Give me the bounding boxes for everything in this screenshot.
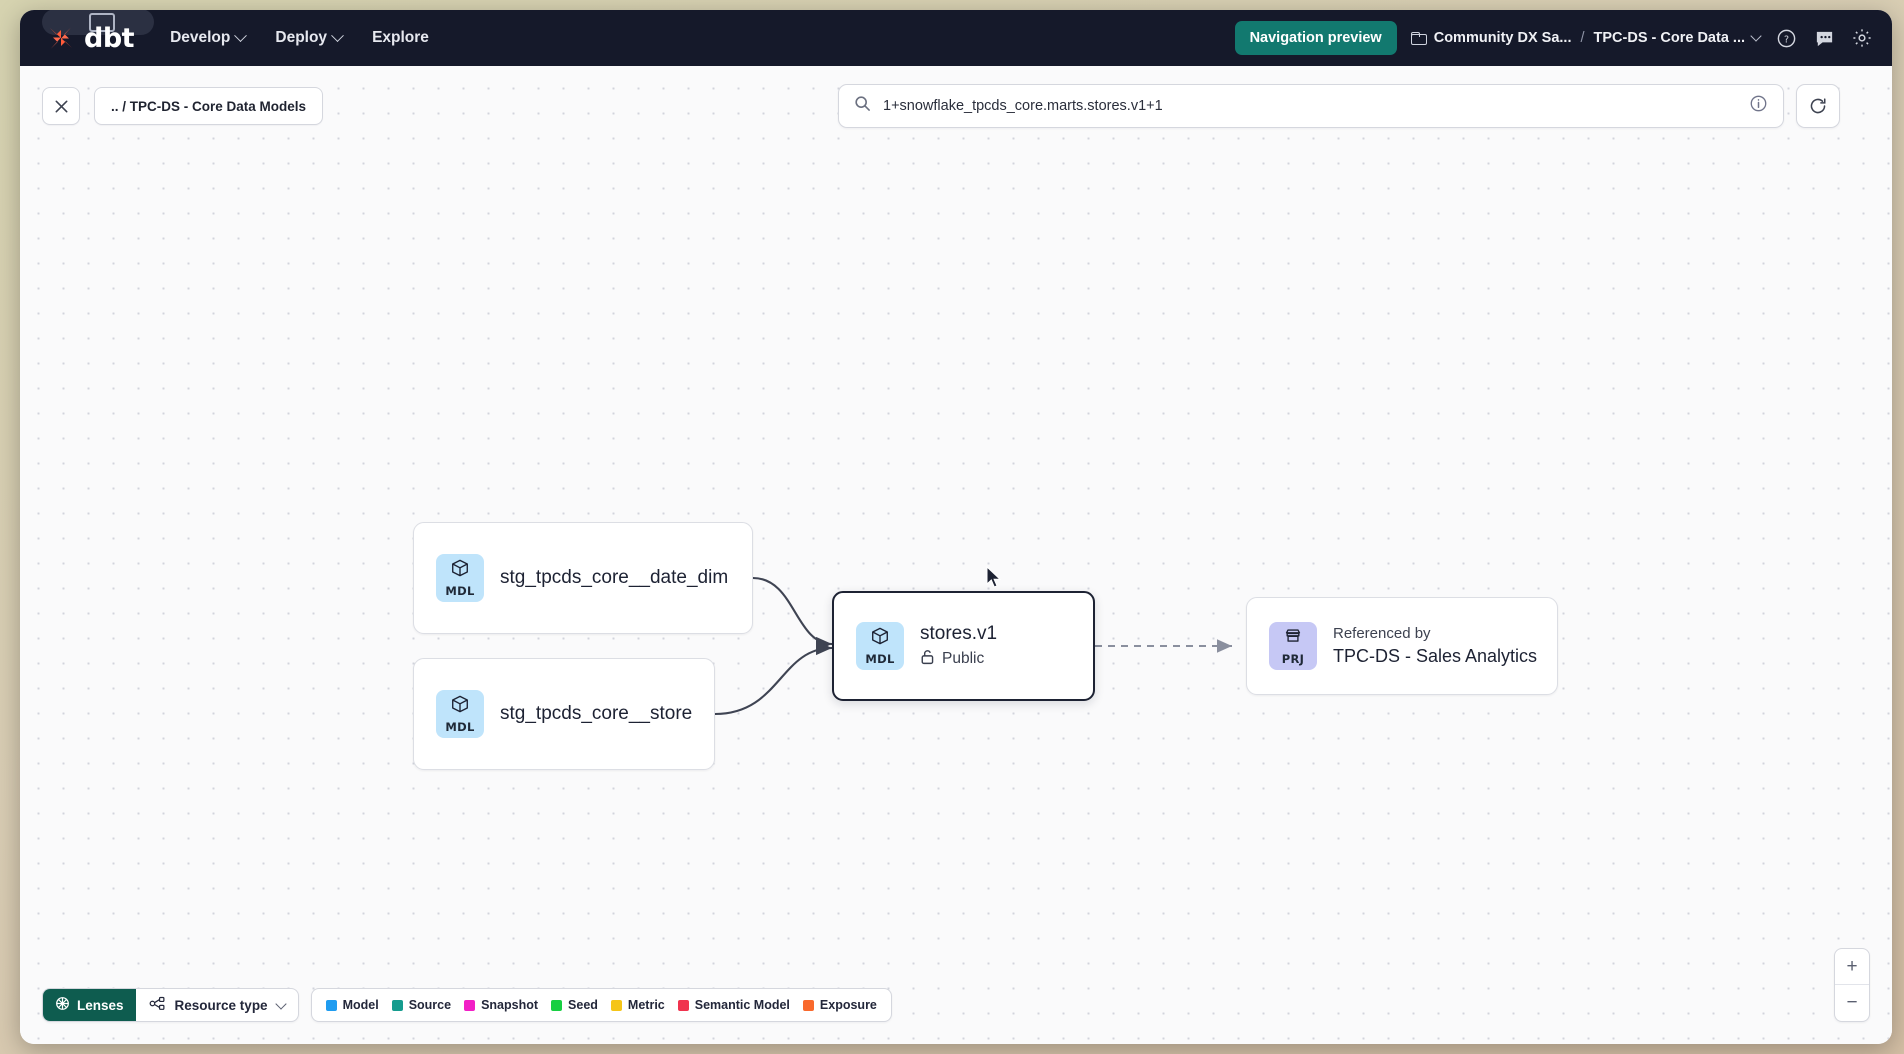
badge-prj-label: PRJ xyxy=(1281,652,1305,666)
chevron-down-icon xyxy=(274,997,287,1010)
dbt-x-icon xyxy=(46,23,76,53)
legend-label: Seed xyxy=(568,998,598,1012)
lens-control-group: Lenses Resource type xyxy=(42,988,299,1022)
legend-item-model: Model xyxy=(325,998,379,1012)
cube-icon xyxy=(870,626,890,651)
node-title: stores.v1 xyxy=(920,622,998,644)
legend-item-source: Source xyxy=(391,998,452,1012)
nav-item-develop[interactable]: Develop xyxy=(170,28,248,47)
legend-item-exposure: Exposure xyxy=(802,998,877,1012)
chevron-down-icon xyxy=(1750,30,1762,42)
zoom-in-button[interactable]: + xyxy=(1835,949,1869,985)
folder-icon xyxy=(1410,31,1427,45)
node-title: stg_tpcds_core__store xyxy=(500,703,693,724)
badge-mdl: MDL xyxy=(856,622,904,670)
breadcrumb-separator: / xyxy=(1580,30,1585,46)
breadcrumb-path-button[interactable]: .. / TPC-DS - Core Data Models xyxy=(94,87,324,125)
lineage-edges xyxy=(714,576,1233,716)
legend-item-seed: Seed xyxy=(551,998,598,1012)
badge-mdl: MDL xyxy=(436,690,484,738)
node-access-label: Public xyxy=(942,650,985,667)
lenses-label: Lenses xyxy=(77,997,124,1013)
nav-right-cluster: Navigation preview Community DX Sa... / … xyxy=(1234,21,1874,55)
cube-icon xyxy=(450,694,470,719)
settings-gear-icon[interactable] xyxy=(1850,26,1874,50)
resource-type-label: Resource type xyxy=(174,997,268,1013)
badge-mdl-label: MDL xyxy=(865,652,895,666)
node-text-stack: Referenced by TPC-DS - Sales Analytics xyxy=(1333,625,1537,667)
feedback-icon[interactable] xyxy=(1812,26,1836,50)
zoom-out-button[interactable]: − xyxy=(1846,992,1858,1013)
breadcrumb-account-label: Community DX Sa... xyxy=(1433,30,1572,46)
canvas-bottom-bar: Lenses Resource type xyxy=(42,988,892,1022)
legend-label: Source xyxy=(408,998,452,1012)
top-navigation-bar: dbt Develop Deploy Explore Navigation pr… xyxy=(20,10,1892,66)
legend-swatch xyxy=(802,999,814,1011)
project-stack-icon xyxy=(1283,626,1303,651)
legend-swatch xyxy=(551,999,563,1011)
dbt-logo[interactable]: dbt xyxy=(46,22,135,54)
dbt-wordmark: dbt xyxy=(84,22,135,54)
legend-label: Model xyxy=(342,998,379,1012)
breadcrumb-project[interactable]: TPC-DS - Core Data ... xyxy=(1593,30,1762,46)
canvas-toolbar: .. / TPC-DS - Core Data Models xyxy=(20,84,1892,128)
resource-type-legend: Model Source Snapshot Seed Metric xyxy=(310,988,892,1022)
legend-item-snapshot: Snapshot xyxy=(464,998,538,1012)
breadcrumb-project-label: TPC-DS - Core Data ... xyxy=(1593,30,1745,46)
browser-window: dbt Develop Deploy Explore Navigation pr… xyxy=(20,10,1892,1044)
nav-item-explore-label: Explore xyxy=(372,29,429,46)
legend-swatch xyxy=(464,999,476,1011)
chevron-down-icon xyxy=(331,28,344,42)
legend-item-metric: Metric xyxy=(610,998,665,1012)
legend-label: Metric xyxy=(627,998,665,1012)
svg-text:?: ? xyxy=(1783,34,1788,45)
legend-item-semantic-model: Semantic Model xyxy=(677,998,790,1012)
search-input[interactable] xyxy=(883,98,1737,114)
node-text-stack: stores.v1 Public xyxy=(920,623,997,670)
breadcrumb: Community DX Sa... / TPC-DS - Core Data … xyxy=(1410,30,1762,46)
legend-label: Snapshot xyxy=(481,998,539,1012)
badge-prj: PRJ xyxy=(1269,622,1317,670)
zoom-controls: + − xyxy=(1834,948,1870,1022)
close-button[interactable] xyxy=(42,87,80,125)
lineage-node-stg-date-dim[interactable]: MDL stg_tpcds_core__date_dim xyxy=(413,522,753,634)
lineage-node-stores-v1[interactable]: MDL stores.v1 Public xyxy=(832,591,1095,701)
nav-item-deploy[interactable]: Deploy xyxy=(275,28,344,47)
lens-aperture-icon xyxy=(55,996,70,1014)
lineage-canvas[interactable]: .. / TPC-DS - Core Data Models xyxy=(20,66,1892,1044)
badge-mdl-label: MDL xyxy=(445,720,475,734)
legend-swatch xyxy=(325,999,337,1011)
legend-swatch xyxy=(391,999,403,1011)
help-icon[interactable]: ? xyxy=(1774,26,1798,50)
info-circle-icon[interactable] xyxy=(1749,94,1768,118)
lineage-node-stg-store[interactable]: MDL stg_tpcds_core__store xyxy=(413,658,715,770)
node-graph-icon xyxy=(149,996,166,1014)
nav-item-explore[interactable]: Explore xyxy=(372,29,429,47)
node-access: Public xyxy=(920,649,997,670)
cube-icon xyxy=(450,558,470,583)
resource-type-dropdown[interactable]: Resource type xyxy=(136,989,298,1021)
node-title: stg_tpcds_core__date_dim xyxy=(500,567,729,588)
node-title: TPC-DS - Sales Analytics xyxy=(1333,646,1538,666)
chevron-down-icon xyxy=(234,28,248,42)
legend-swatch xyxy=(677,999,689,1011)
search-icon xyxy=(854,95,871,117)
unlock-icon xyxy=(920,649,935,670)
refresh-button[interactable] xyxy=(1796,84,1840,128)
badge-mdl: MDL xyxy=(436,554,484,602)
legend-label: Exposure xyxy=(819,998,877,1012)
search-area xyxy=(838,84,1840,128)
lineage-node-sales-analytics[interactable]: PRJ Referenced by TPC-DS - Sales Analyti… xyxy=(1246,597,1558,695)
primary-nav: Develop Deploy Explore xyxy=(170,28,429,47)
nav-item-deploy-label: Deploy xyxy=(275,29,328,46)
badge-mdl-label: MDL xyxy=(445,584,475,598)
lineage-search-box[interactable] xyxy=(838,84,1784,128)
nav-item-develop-label: Develop xyxy=(170,29,231,46)
node-kicker: Referenced by xyxy=(1333,625,1431,642)
navigation-preview-button[interactable]: Navigation preview xyxy=(1234,21,1397,55)
legend-label: Semantic Model xyxy=(694,998,790,1012)
breadcrumb-account[interactable]: Community DX Sa... xyxy=(1410,30,1572,46)
legend-swatch xyxy=(610,999,622,1011)
lenses-button[interactable]: Lenses xyxy=(43,989,136,1021)
